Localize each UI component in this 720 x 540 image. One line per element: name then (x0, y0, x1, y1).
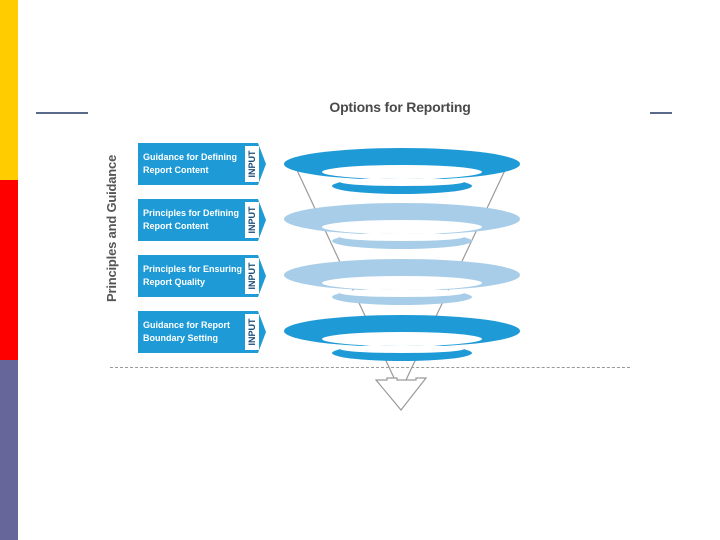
accent-band-purple (0, 360, 18, 540)
stage-2-input-tag-bg (245, 202, 259, 238)
stage-4-line1: Guidance for Report (143, 320, 231, 330)
stage-2-box (138, 199, 266, 241)
stage-4-box (138, 311, 266, 353)
stage-2-line1: Principles for Defining (143, 208, 240, 218)
stage-2-input-text: INPUT (247, 206, 257, 234)
ring-2-bottom-hole (340, 233, 464, 241)
stage-3-label: Principles for Ensuring Report Quality (143, 263, 243, 289)
dotted-separator (110, 367, 630, 368)
stage-4-input-tag: INPUT (245, 314, 259, 350)
header-rule-left (36, 112, 88, 114)
accent-band-red (0, 180, 18, 360)
stage-2-label: Principles for Defining Report Content (143, 207, 243, 233)
stage-1-input-text: INPUT (247, 150, 257, 178)
ring-2-hole (322, 220, 482, 234)
stage-1-box (138, 143, 266, 185)
ring-3-hole (322, 276, 482, 290)
stage-4-input-text: INPUT (247, 318, 257, 346)
stage-2-input-tag: INPUT (245, 202, 259, 238)
stage-3-box (138, 255, 266, 297)
accent-band-yellow (0, 0, 18, 180)
side-label: Principles and Guidance (104, 154, 119, 302)
stage-1-label: Guidance for Defining Report Content (143, 151, 243, 177)
stage-1-line2: Report Content (143, 165, 209, 175)
ring-4-hole (322, 332, 482, 346)
stage-2-line2: Report Content (143, 221, 209, 231)
stage-3-input-tag-bg (245, 258, 259, 294)
stage-1-line1: Guidance for Defining (143, 152, 238, 162)
ring-4-bottom-hole (340, 345, 464, 353)
stage-3-input-text: INPUT (247, 262, 257, 290)
output-arrow (374, 377, 428, 411)
stage-4-input-tag-bg (245, 314, 259, 350)
ring-1-hole (322, 165, 482, 179)
stage-3-line2: Report Quality (143, 277, 206, 287)
ring-3-bottom-hole (340, 289, 464, 297)
diagram-title: Options for Reporting (329, 99, 471, 115)
stage-4-line2: Boundary Setting (143, 333, 219, 343)
stage-1-input-tag: INPUT (245, 146, 259, 182)
header-rule-right (650, 112, 672, 114)
ring-1-bottom-hole (340, 178, 464, 186)
stage-4-label: Guidance for Report Boundary Setting (143, 319, 243, 345)
stage-1-input-tag-bg (245, 146, 259, 182)
stage-3-input-tag: INPUT (245, 258, 259, 294)
stage-3-line1: Principles for Ensuring (143, 264, 243, 274)
